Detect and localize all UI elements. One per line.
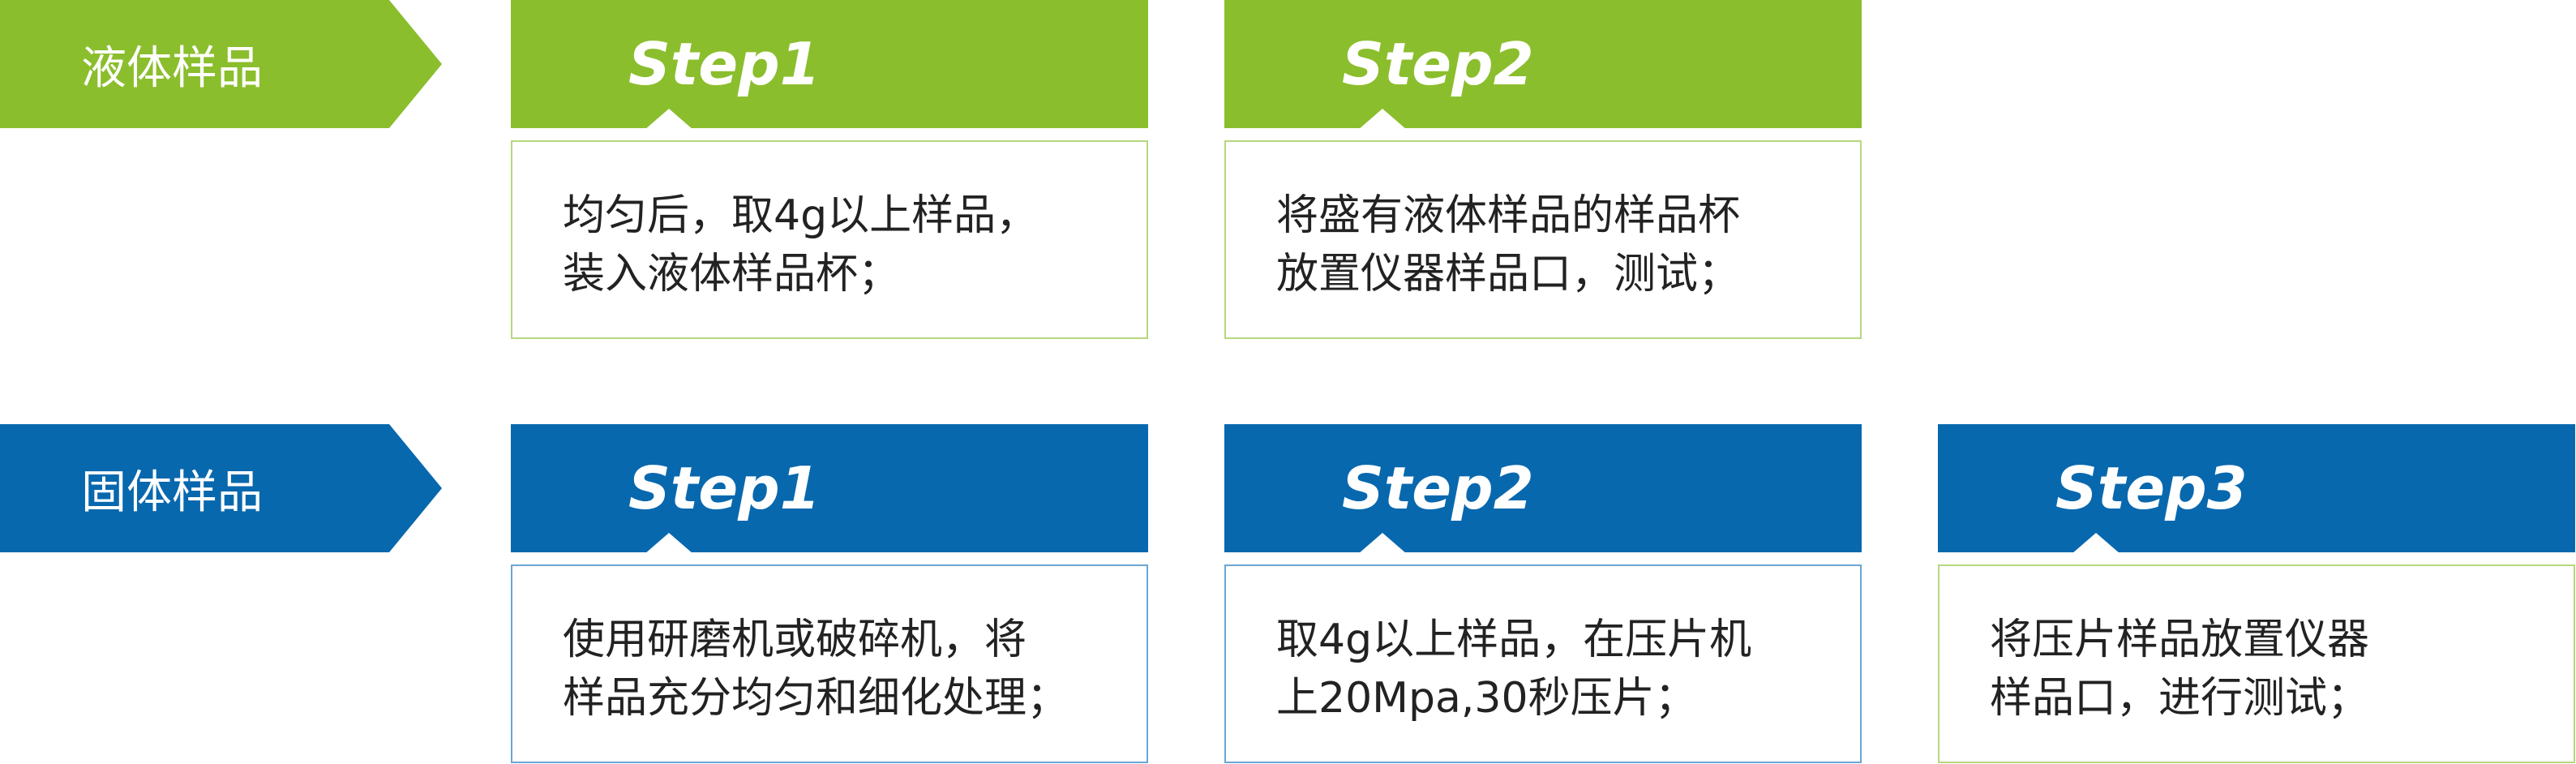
step-text-line: 将压片样品放置仪器 — [1990, 616, 2370, 664]
step-header: Step3 — [1938, 424, 2575, 554]
notch-marker — [2072, 533, 2120, 554]
step-description: 取4g以上样品，在压片机 上20Mpa,30秒压片； — [1224, 564, 1862, 763]
step-title: Step1 — [628, 30, 821, 98]
liquid-sample-label-text: 液体样品 — [81, 41, 263, 95]
solid-step2: Step2 取4g以上样品，在压片机 上20Mpa,30秒压片； — [1224, 424, 1862, 763]
step-description: 使用研磨机或破碎机，将 样品充分均匀和细化处理； — [511, 564, 1148, 763]
solid-sample-label: 固体样品 — [0, 424, 442, 552]
liquid-step2: Step2 将盛有液体样品的样品杯 放置仪器样品口，测试； — [1224, 0, 1862, 339]
notch-marker — [645, 109, 693, 130]
step-title: Step1 — [628, 454, 821, 522]
step-header: Step2 — [1224, 0, 1862, 130]
step-title: Step2 — [1342, 30, 1534, 98]
notch-marker — [1358, 533, 1407, 554]
step-text-line: 均匀后，取4g以上样品， — [563, 191, 1039, 240]
step-text-line: 装入液体样品杯； — [563, 250, 901, 298]
notch-marker — [1358, 109, 1407, 130]
solid-step1: Step1 使用研磨机或破碎机，将 样品充分均匀和细化处理； — [511, 424, 1148, 763]
step-text-line: 样品充分均匀和细化处理； — [563, 674, 1069, 723]
step-description: 将盛有液体样品的样品杯 放置仪器样品口，测试； — [1224, 140, 1862, 339]
step-text-line: 上20Mpa,30秒压片； — [1276, 674, 1697, 723]
liquid-step1: Step1 均匀后，取4g以上样品， 装入液体样品杯； — [511, 0, 1148, 339]
step-text-line: 取4g以上样品，在压片机 — [1276, 616, 1752, 664]
step-title: Step2 — [1342, 454, 1534, 522]
step-text-line: 将盛有液体样品的样品杯 — [1276, 191, 1741, 240]
step-text-line: 使用研磨机或破碎机，将 — [563, 616, 1027, 664]
step-header: Step2 — [1224, 424, 1862, 554]
solid-sample-label-text: 固体样品 — [81, 466, 263, 519]
step-description: 将压片样品放置仪器 样品口，进行测试； — [1938, 564, 2575, 763]
step-text-line: 放置仪器样品口，测试； — [1276, 250, 1741, 298]
liquid-sample-label: 液体样品 — [0, 0, 442, 128]
step-header: Step1 — [511, 424, 1148, 554]
solid-step3: Step3 将压片样品放置仪器 样品口，进行测试； — [1938, 424, 2575, 763]
step-description: 均匀后，取4g以上样品， 装入液体样品杯； — [511, 140, 1148, 339]
step-title: Step3 — [2055, 454, 2248, 522]
step-text-line: 样品口，进行测试； — [1990, 674, 2370, 723]
notch-marker — [645, 533, 693, 554]
step-header: Step1 — [511, 0, 1148, 130]
